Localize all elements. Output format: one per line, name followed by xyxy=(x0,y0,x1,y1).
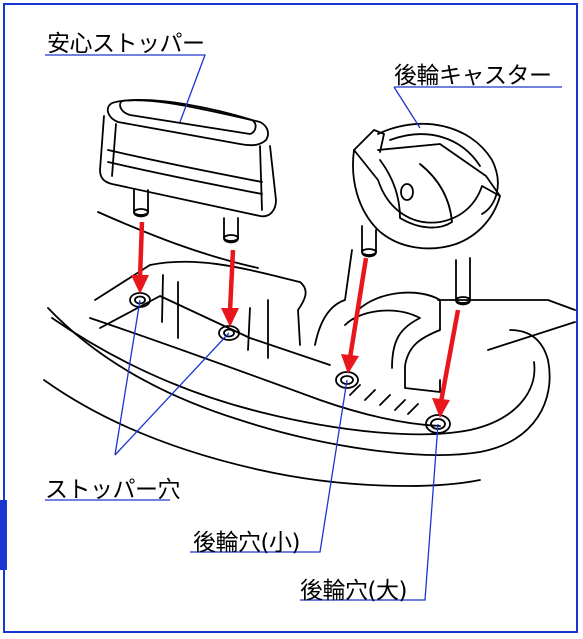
base-inner-floor-line xyxy=(99,295,331,366)
base-bottom-outline xyxy=(43,379,481,487)
arrow-stopper-right-head xyxy=(221,308,239,327)
rib-line xyxy=(247,307,251,351)
stopper-pin-right-tip xyxy=(223,234,239,242)
rear-hole-large xyxy=(425,414,451,434)
base-inner-wall xyxy=(94,260,307,346)
stopper-pin-left-tip xyxy=(133,208,149,216)
stopper-body xyxy=(99,115,277,218)
caster-pin-left-tip xyxy=(361,248,377,256)
side-tab-marker xyxy=(0,500,7,570)
stopper-body-edge xyxy=(111,123,263,211)
stopper-hole-right-inner xyxy=(223,328,235,338)
arrow-stopper-left-shaft xyxy=(137,221,145,279)
arrow-caster-right-head xyxy=(432,398,450,418)
leader-stopper-hole-left xyxy=(114,299,141,456)
stopper-ridges xyxy=(107,149,263,195)
caster-axle-hole xyxy=(400,183,414,201)
diagram-frame xyxy=(3,3,578,633)
label-stopper-hole: ストッパー穴 xyxy=(45,477,181,503)
caster-housing-top xyxy=(353,129,501,197)
leader-caster xyxy=(393,86,562,129)
label-rear-caster: 後輪キャスター xyxy=(394,63,552,89)
caster-wheel xyxy=(377,122,499,215)
base-outer-outline xyxy=(47,307,551,456)
arrow-caster-left-head xyxy=(341,354,359,374)
stopper-pin-right xyxy=(223,217,239,244)
stopper-hole-right xyxy=(218,325,240,341)
caster-pin-right-tip xyxy=(455,296,471,304)
caster-fork xyxy=(379,159,453,229)
label-rear-hole-small: 後輪穴(小) xyxy=(193,530,300,556)
arrow-stopper-left-head xyxy=(131,275,149,294)
right-deck-outline xyxy=(437,299,576,351)
stopper-pin-left xyxy=(133,189,149,218)
arrow-stopper-right-shaft xyxy=(227,249,236,312)
right-well-outline xyxy=(357,291,441,393)
stopper-top-raised xyxy=(119,99,257,135)
caster-wheel-inner xyxy=(389,133,481,167)
label-rear-hole-large: 後輪穴(大) xyxy=(300,578,407,604)
leader-stopper xyxy=(45,54,206,123)
base-rim-inner xyxy=(51,317,536,436)
arrow-caster-left-shaft xyxy=(347,257,369,359)
leader-rear-small xyxy=(190,379,348,553)
leader-stopper-hole-right xyxy=(114,332,230,456)
stopper-top-face xyxy=(106,99,269,147)
rib-line xyxy=(161,274,164,323)
rear-hole-small xyxy=(335,371,359,389)
floor-ticks xyxy=(349,384,419,415)
leader-rear-large xyxy=(300,423,439,601)
base-inner-floor-edge xyxy=(89,317,441,427)
label-safety-stopper: 安心ストッパー xyxy=(47,31,205,57)
right-well-inner xyxy=(344,309,421,369)
base-back-wall xyxy=(97,211,259,269)
right-well-front xyxy=(314,249,353,346)
arrow-caster-right-shaft xyxy=(438,309,461,403)
caster-pin-left xyxy=(361,225,377,258)
caster-housing xyxy=(352,149,501,250)
